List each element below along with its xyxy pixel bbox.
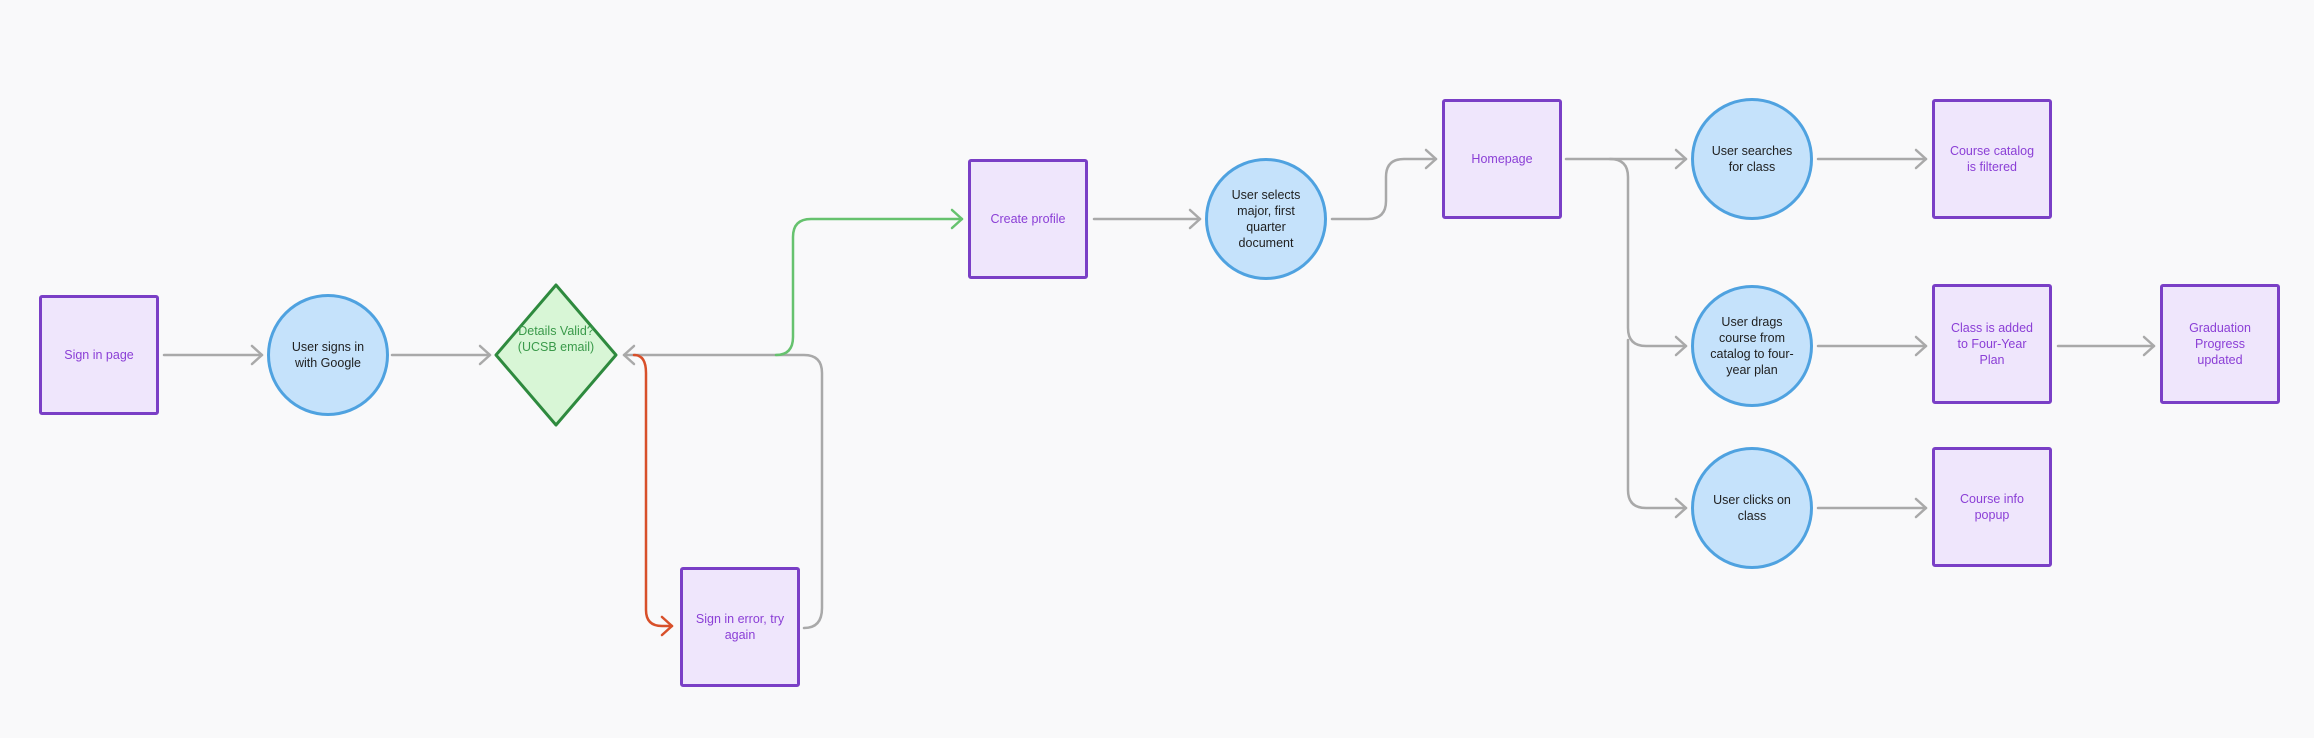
node-label: Sign in error, try again	[695, 612, 785, 642]
node-label: User selects major, first quarter docume…	[1231, 188, 1301, 250]
arrowhead	[950, 208, 964, 230]
node-sign-in-error[interactable]: Sign in error, try again	[680, 567, 800, 687]
arrowhead	[1914, 148, 1928, 170]
node-label: Create profile	[990, 212, 1066, 226]
decision-diamond-shape[interactable]	[494, 283, 618, 427]
node-label: User drags course from catalog to four-y…	[1710, 315, 1794, 377]
node-user-signs-in[interactable]: User signs in with Google	[267, 294, 389, 416]
edge-decision-to-error	[632, 353, 674, 628]
arrowhead	[250, 344, 264, 366]
edge-homepage-to-drag	[1608, 157, 1688, 348]
arrowhead	[1674, 497, 1688, 519]
node-course-catalog-filtered[interactable]: Course catalog is filtered	[1932, 99, 2052, 219]
arrowhead	[1914, 335, 1928, 357]
arrowhead	[2142, 335, 2156, 357]
node-label: User signs in with Google	[291, 340, 365, 370]
edge-major-to-homepage	[1330, 157, 1438, 221]
arrowhead	[622, 344, 636, 366]
node-label: Sign in page	[64, 348, 134, 362]
node-user-searches[interactable]: User searches for class	[1691, 98, 1813, 220]
node-label: Course info popup	[1960, 492, 2024, 522]
node-user-selects-major[interactable]: User selects major, first quarter docume…	[1205, 158, 1327, 280]
node-class-added[interactable]: Class is added to Four-Year Plan	[1932, 284, 2052, 404]
arrowhead	[1188, 208, 1202, 230]
node-homepage[interactable]: Homepage	[1442, 99, 1562, 219]
arrowhead	[1674, 335, 1688, 357]
arrowhead	[478, 344, 492, 366]
node-graduation-progress[interactable]: Graduation Progress updated	[2160, 284, 2280, 404]
edge-decision-to-profile	[774, 217, 964, 357]
node-label: User clicks on class	[1713, 493, 1791, 523]
node-label: Homepage	[1471, 152, 1533, 166]
node-label: Graduation Progress updated	[2189, 321, 2251, 367]
edge-error-to-decision	[622, 353, 824, 630]
node-label: Course catalog is filtered	[1949, 144, 2035, 174]
arrowhead	[1914, 497, 1928, 519]
node-user-drags[interactable]: User drags course from catalog to four-y…	[1691, 285, 1813, 407]
node-user-clicks[interactable]: User clicks on class	[1691, 447, 1813, 569]
arrowhead	[1424, 148, 1438, 170]
node-label: Class is added to Four-Year Plan	[1951, 321, 2033, 367]
decision-label: Details Valid? (UCSB email)	[517, 324, 595, 354]
node-create-profile[interactable]: Create profile	[968, 159, 1088, 279]
node-sign-in-page[interactable]: Sign in page	[39, 295, 159, 415]
node-course-info-popup[interactable]: Course info popup	[1932, 447, 2052, 567]
arrowhead	[660, 615, 674, 637]
node-label: User searches for class	[1711, 144, 1793, 174]
arrowhead	[1674, 148, 1688, 170]
edge-homepage-to-click	[1626, 338, 1688, 510]
